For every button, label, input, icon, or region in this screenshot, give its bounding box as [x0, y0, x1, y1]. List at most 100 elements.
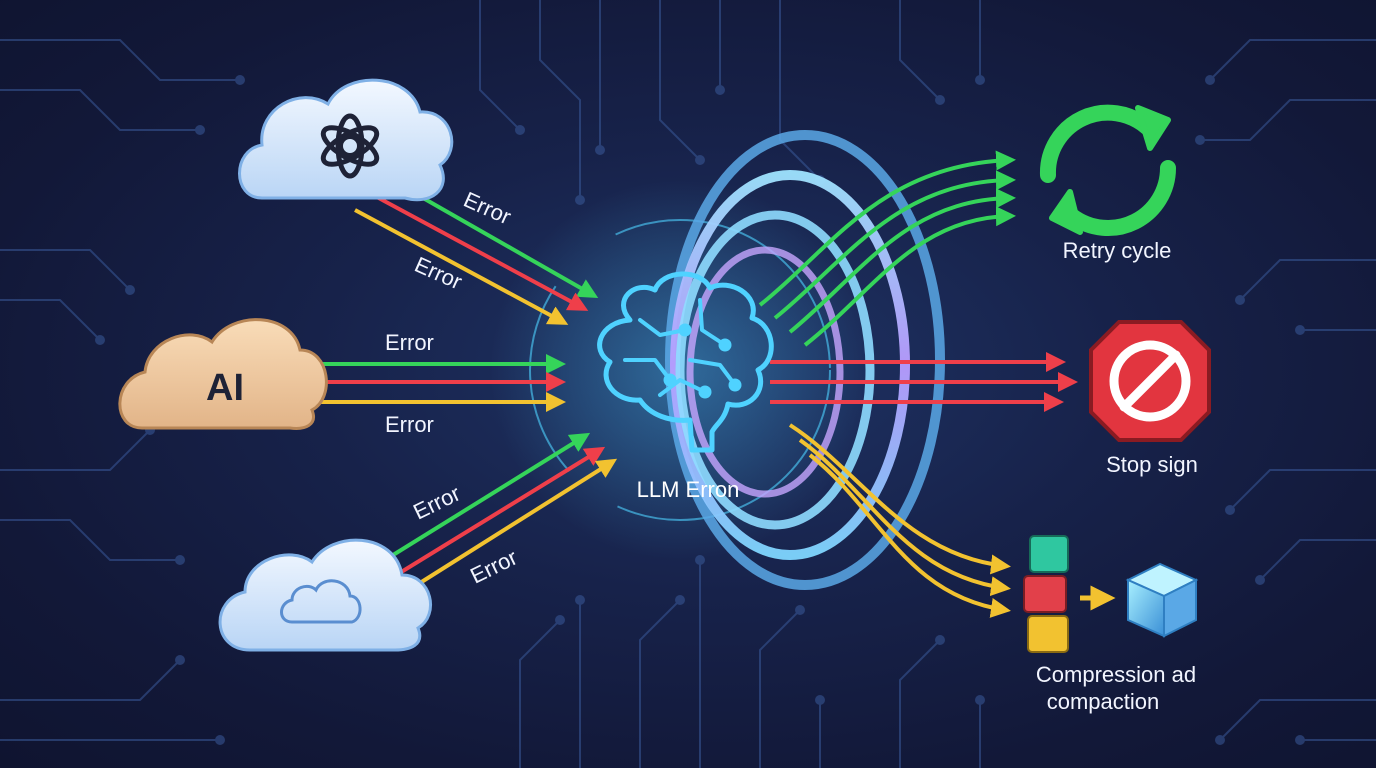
arrow-retry-4	[803, 206, 1016, 347]
output-arrows-compression	[788, 423, 1011, 618]
output-arrows-retry	[758, 150, 1016, 347]
circuit-trace	[899, 0, 941, 101]
circuit-trace	[0, 519, 180, 561]
circuit-node	[575, 195, 585, 205]
circuit-node	[595, 145, 605, 155]
ring-inner	[675, 210, 875, 530]
circuit-node	[935, 635, 945, 645]
circuit-node	[975, 75, 985, 85]
circuit-node	[1225, 505, 1235, 515]
arrow-green-top	[394, 180, 599, 298]
circuit-trace	[1259, 539, 1376, 581]
circuit-trace	[1239, 259, 1376, 301]
circuit-node	[815, 695, 825, 705]
circuit-trace	[639, 599, 681, 768]
cloud-outline-icon	[280, 579, 362, 624]
ring-core	[686, 246, 844, 498]
arrow-yellow-top	[354, 208, 569, 325]
arrow-red-top	[374, 194, 589, 311]
stop-label: Stop sign	[1106, 452, 1198, 477]
circuit-node	[975, 695, 985, 705]
circuit-trace	[1229, 469, 1376, 511]
circuit-node	[1215, 735, 1225, 745]
arrow-compress-3	[808, 453, 1011, 618]
error-label-3: Error	[385, 330, 434, 355]
circuit-trace	[1200, 99, 1376, 141]
block-yellow	[1027, 615, 1069, 653]
circuit-trace	[0, 299, 101, 341]
anthropic-logo-text: AI	[206, 367, 244, 409]
circuit-node	[1255, 575, 1265, 585]
arrow-green-bottom	[383, 432, 591, 562]
arrow-retry-3	[788, 188, 1016, 334]
circuit-node	[215, 735, 225, 745]
error-label-4: Error	[385, 412, 434, 437]
compression-label-line-2: compaction	[1047, 689, 1160, 714]
circuit-node	[175, 655, 185, 665]
anthropic-cloud-shape	[118, 318, 328, 430]
circuit-node	[1195, 135, 1205, 145]
ring-middle	[670, 170, 910, 560]
stop-sign-icon	[1089, 320, 1211, 442]
circuit-trace	[659, 0, 701, 161]
circuit-trace	[479, 0, 521, 131]
circuit-trace	[779, 0, 821, 181]
block-teal	[1029, 535, 1069, 573]
center-halo-ring	[529, 219, 831, 521]
arrow-compress-2	[798, 438, 1011, 597]
output-arrows-stop	[770, 352, 1078, 412]
circuit-trace	[0, 249, 131, 291]
arrow-compress-1	[788, 423, 1011, 575]
circuit-node	[125, 285, 135, 295]
retry-label: Retry cycle	[1063, 238, 1172, 263]
block-red	[1023, 575, 1067, 613]
circuit-node	[695, 155, 705, 165]
circuit-node	[175, 555, 185, 565]
anthropic-cloud: AI	[118, 318, 328, 430]
circuit-node	[235, 75, 245, 85]
circuit-trace	[0, 89, 200, 131]
circuit-trace	[1209, 39, 1376, 81]
circuit-node	[575, 595, 585, 605]
openai-cloud	[238, 78, 454, 202]
circuit-node	[935, 95, 945, 105]
compressed-cube	[1125, 562, 1199, 638]
circuit-node	[1295, 325, 1305, 335]
compression-label-line-1: Compression ad	[1036, 662, 1196, 687]
generic-cloud-shape	[218, 538, 433, 652]
circuit-node	[195, 125, 205, 135]
circuit-node	[515, 125, 525, 135]
circuit-node	[95, 335, 105, 345]
circuit-node	[715, 85, 725, 95]
circuit-node	[555, 615, 565, 625]
input-arrows-top	[354, 180, 599, 325]
circuit-trace	[0, 39, 240, 81]
arrow-red-bottom	[396, 446, 606, 576]
input-arrows-middle	[320, 354, 566, 412]
brain-circuit-icon	[597, 271, 774, 453]
error-label-6: Error	[466, 545, 521, 589]
circuit-trace	[519, 619, 561, 768]
arrow-yellow-bottom	[410, 458, 618, 590]
circuit-trace	[0, 429, 151, 471]
circuit-trace	[899, 639, 941, 768]
circuit-node	[675, 595, 685, 605]
generic-cloud	[218, 538, 433, 652]
arrow-retry-2	[773, 170, 1016, 320]
arrow-retry-1	[758, 150, 1016, 307]
center-label: LLM Erron	[637, 477, 740, 502]
compression-blocks-icon	[1023, 535, 1199, 653]
circuit-node	[1235, 295, 1245, 305]
circuit-trace	[759, 609, 801, 768]
circuit-trace	[1219, 699, 1376, 741]
circuit-node	[795, 605, 805, 615]
circuit-trace	[539, 0, 581, 200]
input-arrows-bottom	[383, 432, 618, 590]
error-label-2: Error	[411, 252, 466, 295]
circuit-node	[1205, 75, 1215, 85]
circuit-node	[1295, 735, 1305, 745]
retry-cycle-icon	[1039, 104, 1176, 236]
